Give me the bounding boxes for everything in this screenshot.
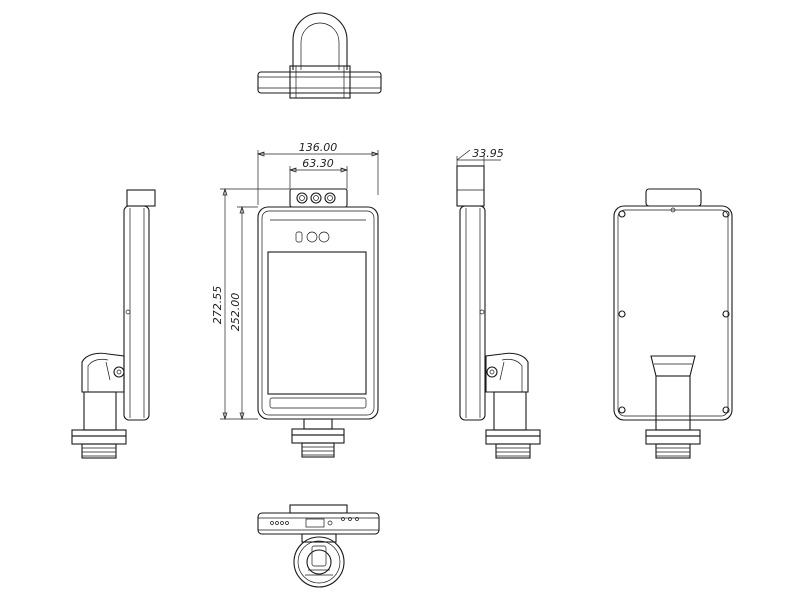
dim-camera-width: 63.30 <box>302 157 334 170</box>
front-view <box>257 188 379 458</box>
dim-body-height: 252.00 <box>229 293 242 332</box>
bottom-view <box>257 504 380 588</box>
top-view <box>257 12 382 99</box>
dim-overall-height: 272.55 <box>211 286 224 325</box>
front-dimensions: 136.00 63.30 272.55 252.00 <box>211 141 380 421</box>
right-side-view: 33.95 <box>456 147 541 459</box>
dim-camera-depth: 33.95 <box>472 147 504 160</box>
rear-view <box>613 188 733 459</box>
dim-overall-width: 136.00 <box>299 141 338 154</box>
left-side-view <box>71 189 156 459</box>
